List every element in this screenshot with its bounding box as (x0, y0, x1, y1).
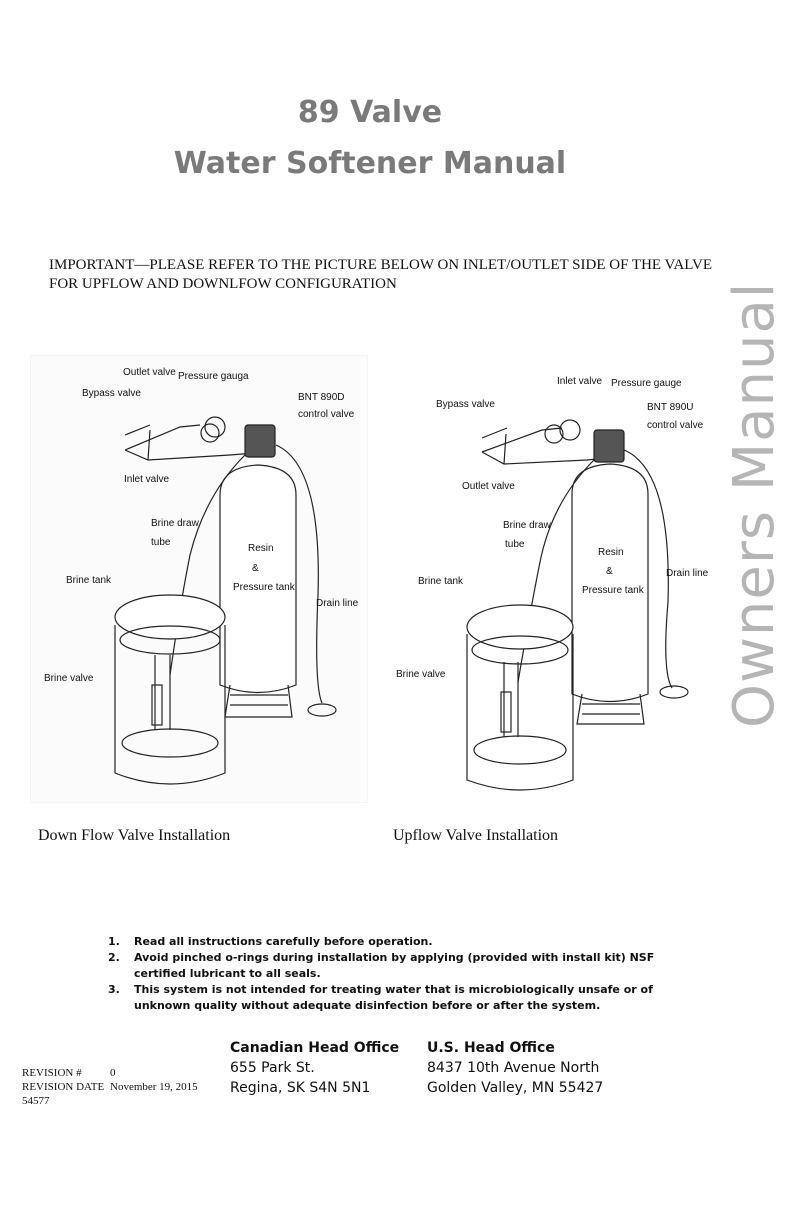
instructions-list: 1. Read all instructions carefully before… (108, 934, 668, 1014)
du-brine-draw-label: Brine draw (503, 520, 552, 531)
instruction-number: 1. (108, 935, 120, 948)
revision-block: REVISION # 0 REVISION DATE November 19, 20… (22, 1066, 198, 1108)
dd-inlet-valve-label: Inlet valve (124, 474, 169, 485)
du-brine-valve-label: Brine valve (396, 669, 446, 680)
du-pressure-gauge-label: Pressure gauge (611, 378, 682, 389)
du-control-valve-label: control valve (647, 420, 704, 431)
instruction-number: 2. (108, 951, 120, 964)
dd-outlet-valve-label: Outlet valve (123, 367, 176, 378)
instruction-item: 2. Avoid pinched o-rings during installat… (108, 950, 668, 982)
revision-date-value: November 19, 2015 (110, 1081, 198, 1093)
du-bypass-valve-label: Bypass valve (436, 399, 495, 410)
dd-resin-label: Resin (248, 543, 274, 554)
manual-title-line1: 89 Valve (297, 95, 443, 130)
instruction-text: Read all instructions carefully before o… (134, 935, 433, 948)
revision-date-label: REVISION DATE (22, 1081, 105, 1093)
du-tube-label: tube (505, 539, 525, 550)
dd-amp-label: & (252, 563, 259, 574)
dd-tube-label: tube (151, 537, 171, 548)
dd-brine-tank-label: Brine tank (66, 575, 112, 586)
instruction-item: 1. Read all instructions carefully before… (108, 934, 668, 950)
du-control-model-label: BNT 890U (647, 402, 694, 413)
dd-pressure-gauge-label: Pressure gauga (178, 371, 249, 382)
instruction-text: This system is not intended for treating… (134, 983, 653, 1012)
office-heading: Canadian Head Office (230, 1040, 400, 1056)
office-city: Golden Valley, MN 55427 (427, 1080, 604, 1096)
instruction-number: 3. (108, 983, 120, 996)
du-amp-label: & (606, 566, 613, 577)
du-brine-tank-label: Brine tank (418, 576, 464, 587)
revision-label: REVISION # (22, 1067, 82, 1079)
du-inlet-valve-label: Inlet valve (557, 376, 602, 387)
manual-title-line2: Water Softener Manual (173, 146, 567, 181)
dd-pressure-tank-label: Pressure tank (233, 582, 296, 593)
dd-drain-line-label: Drain line (316, 598, 359, 609)
upflow-diagram: Inlet valve Pressure gauge Bypass valve … (396, 376, 709, 791)
dd-bypass-valve-label: Bypass valve (82, 388, 141, 399)
canadian-office-address: Canadian Head Office 655 Park St. Regina… (230, 1038, 399, 1098)
revision-value: 0 (110, 1067, 116, 1079)
du-resin-label: Resin (598, 547, 624, 558)
dd-brine-draw-label: Brine draw (151, 518, 200, 529)
downflow-diagram: Outlet valve Pressure gauga Bypass valve… (30, 355, 368, 803)
du-drain-line-label: Drain line (666, 568, 709, 579)
owners-manual-side-label: Owners Manual (722, 281, 787, 728)
instruction-text: Avoid pinched o-rings during installatio… (134, 951, 655, 980)
dd-brine-valve-label: Brine valve (44, 673, 94, 684)
downflow-caption: Down Flow Valve Installation (38, 827, 231, 844)
office-street: 655 Park St. (230, 1060, 315, 1076)
du-pressure-tank-label: Pressure tank (582, 585, 645, 596)
office-street: 8437 10th Avenue North (427, 1060, 600, 1076)
instruction-item: 3. This system is not intended for treati… (108, 982, 668, 1014)
dd-control-valve-label: control valve (298, 409, 355, 420)
important-notice: IMPORTANT—PLEASE REFER TO THE PICTURE BE… (49, 257, 713, 292)
document-number: 54577 (22, 1095, 50, 1107)
du-outlet-valve-label: Outlet valve (462, 481, 515, 492)
office-city: Regina, SK S4N 5N1 (230, 1080, 371, 1096)
office-heading: U.S. Head Office (427, 1040, 555, 1056)
us-office-address: U.S. Head Office 8437 10th Avenue North … (427, 1038, 603, 1098)
dd-control-model-label: BNT 890D (298, 392, 345, 403)
upflow-caption: Upflow Valve Installation (393, 827, 559, 844)
